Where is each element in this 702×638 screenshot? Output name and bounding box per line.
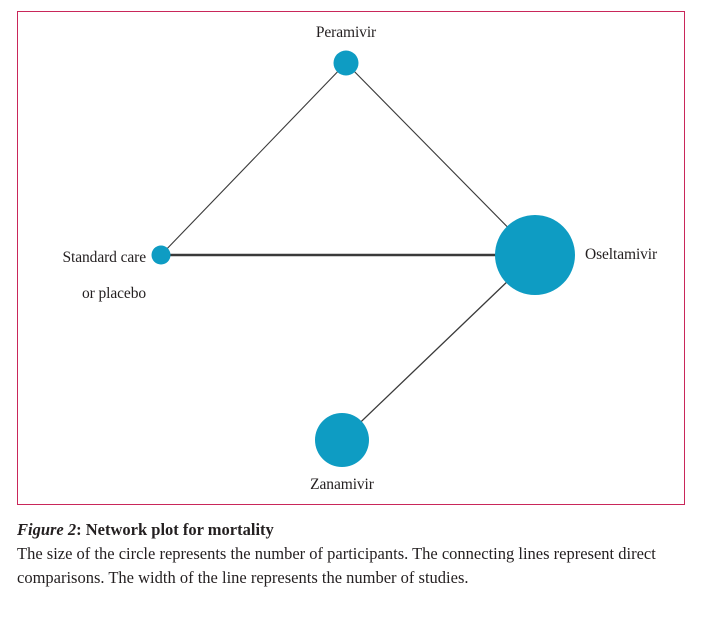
node-label-standard-care-line1: Standard care	[62, 249, 147, 266]
node-label-oseltamivir: Oseltamivir	[585, 246, 658, 263]
figure-caption-title: Figure 2: Network plot for mortality	[17, 518, 685, 542]
figure-caption-heading: : Network plot for mortality	[76, 520, 274, 539]
node-label-peramivir: Peramivir	[315, 24, 377, 41]
figure-caption-body: The size of the circle represents the nu…	[17, 544, 656, 587]
node-label-standard-care-line2: or placebo	[82, 285, 146, 302]
node-label-zanamivir: Zanamivir	[310, 476, 374, 493]
node-label-standard-care: Standard care or placebo	[18, 231, 147, 321]
figure-caption: Figure 2: Network plot for mortality The…	[17, 518, 685, 590]
figure-number: Figure 2	[17, 520, 77, 539]
